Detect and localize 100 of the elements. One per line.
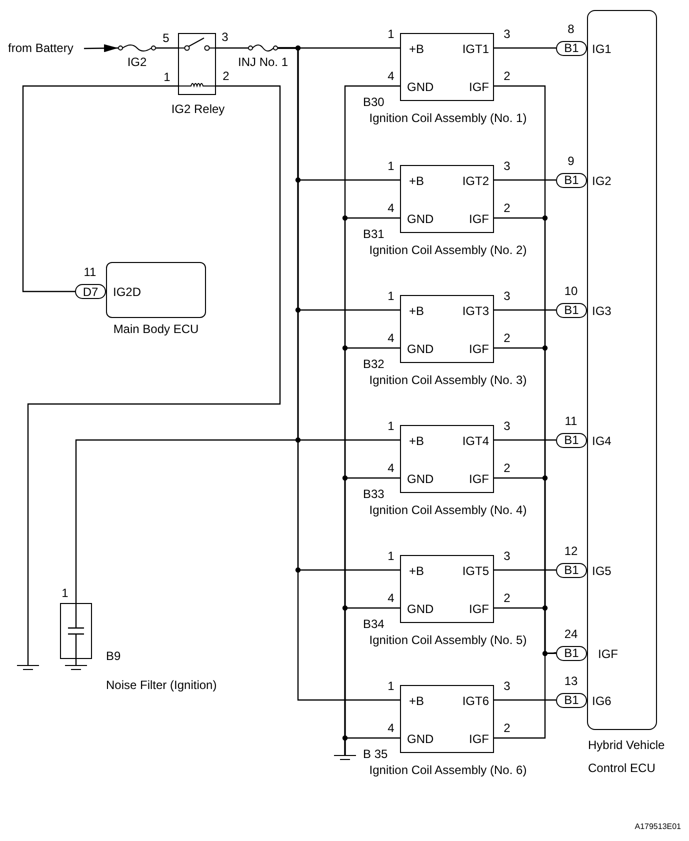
connector-code: B1 xyxy=(564,174,579,186)
pin-number: 4 xyxy=(388,70,394,82)
terminal-label: +B xyxy=(409,43,424,55)
terminal-label: IGF xyxy=(469,473,489,485)
terminal-label: IGF xyxy=(469,603,489,615)
terminal-label: IG4 xyxy=(592,435,612,447)
wire xyxy=(344,737,400,756)
pin-number: 4 xyxy=(388,332,394,344)
connector-code: B1 xyxy=(564,647,579,659)
component-label: Ignition Coil Assembly (No. 2) xyxy=(369,244,527,256)
pin-number: 3 xyxy=(504,680,510,692)
wire xyxy=(494,699,556,701)
pin-number: 3 xyxy=(504,290,510,302)
terminal-label: IG5 xyxy=(592,565,612,577)
wire xyxy=(75,659,77,665)
connector-code: B1 xyxy=(564,304,579,316)
pin-number: 5 xyxy=(162,32,170,44)
connector-code: B34 xyxy=(363,618,384,630)
component-label: Ignition Coil Assembly (No. 1) xyxy=(369,112,527,124)
pin-number: 13 xyxy=(564,674,578,686)
connector-code: B1 xyxy=(564,434,579,446)
terminal-label: +B xyxy=(409,435,424,447)
terminal-label: IGT4 xyxy=(462,435,489,447)
terminal-label: IG2D xyxy=(113,286,142,298)
pin-number: 1 xyxy=(388,680,394,692)
component-label: Ignition Coil Assembly (No. 4) xyxy=(369,504,527,516)
pin-number: 4 xyxy=(388,592,394,604)
component-label: Main Body ECU xyxy=(113,323,199,335)
wire xyxy=(156,47,178,49)
terminal-label: GND xyxy=(407,733,434,745)
connector-code: B33 xyxy=(363,488,384,500)
terminal-label: IGF xyxy=(469,81,489,93)
terminal-label: IGT1 xyxy=(462,43,489,55)
terminal-label: IGT2 xyxy=(462,175,489,187)
wire xyxy=(494,439,556,441)
pin-number: 24 xyxy=(564,628,578,640)
terminal-label: GND xyxy=(407,343,434,355)
figure-code: A179513E01 xyxy=(634,823,681,831)
wire xyxy=(494,569,556,571)
pin-number: 1 xyxy=(62,587,68,599)
pin-number: 2 xyxy=(222,70,230,82)
wire xyxy=(22,85,178,292)
terminal-label: GND xyxy=(407,473,434,485)
wire xyxy=(494,179,556,181)
terminal-label: IGF xyxy=(598,648,618,660)
connector-code: B30 xyxy=(363,96,384,108)
terminal-label: IG2 xyxy=(592,175,612,187)
component-label: IG2 Reley xyxy=(171,103,225,115)
pin-number: 1 xyxy=(164,71,170,83)
pin-number: 2 xyxy=(504,722,510,734)
component-label: Noise Filter (Ignition) xyxy=(106,679,217,691)
connector-code: B31 xyxy=(363,228,384,240)
terminal-label: IG6 xyxy=(592,695,612,707)
pin-number: 11 xyxy=(84,266,96,278)
terminal-label: IGT6 xyxy=(462,695,489,707)
pin-number: 2 xyxy=(504,332,510,344)
terminal-label: GND xyxy=(407,81,434,93)
wire xyxy=(27,85,281,665)
pin-number: 1 xyxy=(388,550,394,562)
terminal-label: IGT3 xyxy=(462,305,489,317)
pin-number: 2 xyxy=(504,462,510,474)
pin-number: 2 xyxy=(504,70,510,82)
wire xyxy=(494,47,556,49)
wire xyxy=(75,47,299,603)
pin-number: 1 xyxy=(388,420,394,432)
component-label: Ignition Coil Assembly (No. 3) xyxy=(369,374,527,386)
terminal-label: +B xyxy=(409,695,424,707)
pin-number: 12 xyxy=(564,544,578,556)
component-label: Ignition Coil Assembly (No. 5) xyxy=(369,634,527,646)
terminal-label: IG1 xyxy=(592,43,612,55)
connector-code: B1 xyxy=(564,694,579,706)
wire xyxy=(494,309,556,311)
pin-number: 3 xyxy=(504,550,510,562)
pin-number: 10 xyxy=(564,284,578,296)
terminal-label: IGT5 xyxy=(462,565,489,577)
terminal-label: IGF xyxy=(469,733,489,745)
fuse-label: INJ No. 1 xyxy=(238,56,288,68)
connector-code: B32 xyxy=(363,358,384,370)
connector-code: B 35 xyxy=(363,748,388,760)
connector-code: D7 xyxy=(82,286,98,298)
pin-number: 3 xyxy=(504,420,510,432)
component-label: Hybrid Vehicle Control ECU xyxy=(588,737,666,777)
pin-number: 9 xyxy=(568,154,574,166)
source-label: from Battery xyxy=(8,42,84,55)
pin-number: 3 xyxy=(504,160,510,172)
component-label: Ignition Coil Assembly (No. 6) xyxy=(369,764,527,776)
fuse-label: IG2 xyxy=(127,56,147,68)
pin-number: 4 xyxy=(388,722,394,734)
terminal-label: GND xyxy=(407,213,434,225)
wire xyxy=(494,652,556,739)
terminal-label: +B xyxy=(409,565,424,577)
pin-number: 2 xyxy=(504,202,510,214)
pin-number: 8 xyxy=(568,22,574,34)
pin-number: 1 xyxy=(388,290,394,302)
pin-number: 3 xyxy=(222,31,228,43)
pin-number: 1 xyxy=(388,28,394,40)
terminal-label: +B xyxy=(409,305,424,317)
pin-number: 4 xyxy=(388,202,394,214)
pin-number: 11 xyxy=(564,414,578,426)
wire xyxy=(216,47,248,49)
